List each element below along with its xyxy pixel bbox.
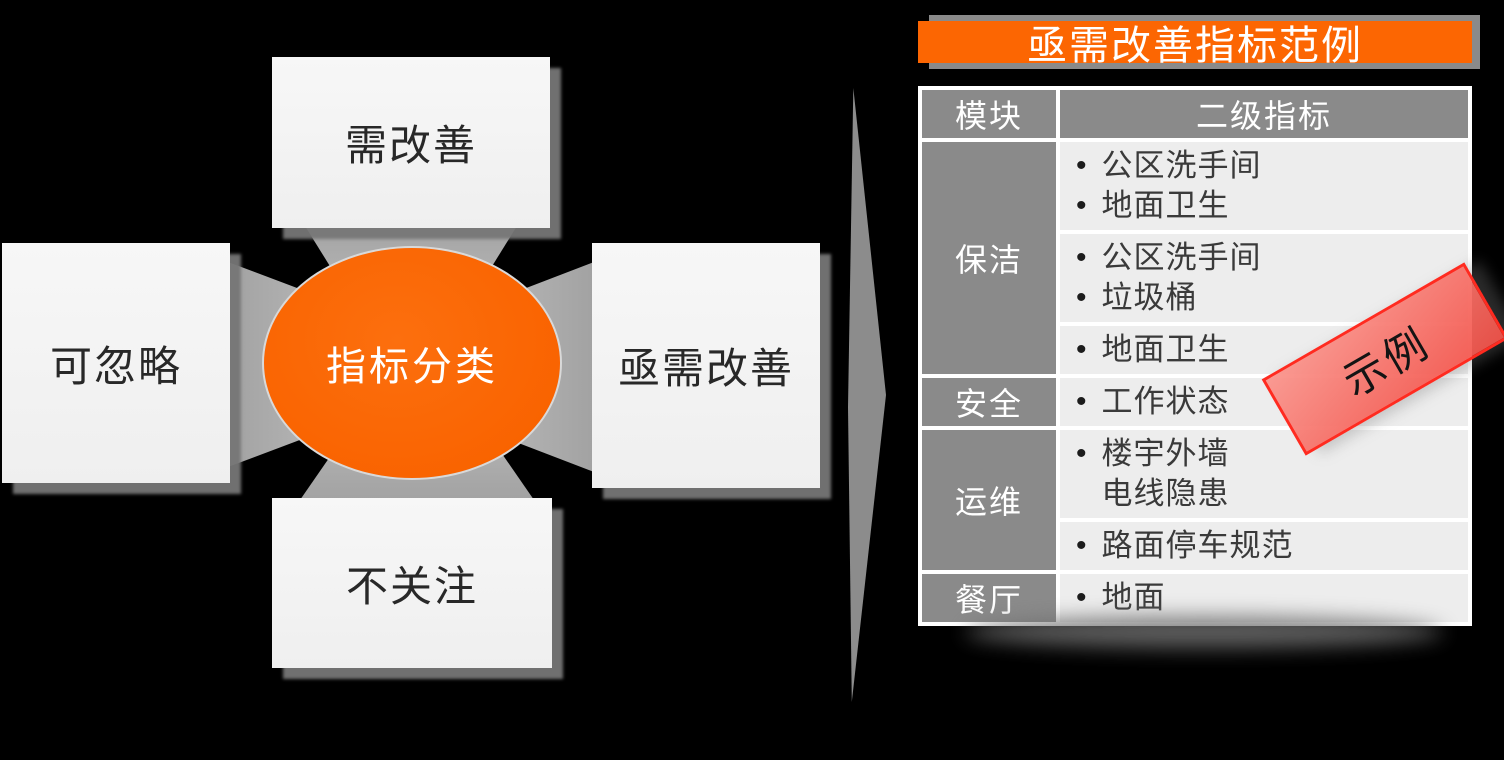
module-cell: 保洁 xyxy=(922,142,1056,374)
bullet-item: • 路面停车规范 xyxy=(1076,526,1462,566)
bullet-item: • 地面卫生 xyxy=(1076,186,1462,226)
bullet-text: 地面卫生 xyxy=(1101,332,1230,367)
bullet-text: 垃圾桶 xyxy=(1101,280,1198,315)
node-label-bottom: 不关注 xyxy=(345,562,478,610)
module-cell: 运维 xyxy=(922,430,1056,570)
node-box-bottom: 不关注 xyxy=(272,498,552,668)
vertical-divider xyxy=(848,88,886,702)
bullet-text: 公区洗手间 xyxy=(1101,148,1262,183)
bullet-text: 地面 xyxy=(1101,580,1166,615)
bullet-icon: • xyxy=(1076,281,1087,314)
indicator-cell: • 地面 xyxy=(1060,574,1468,622)
bullet-item: • 公区洗手间 xyxy=(1076,238,1462,278)
module-cell: 安全 xyxy=(922,378,1056,426)
table-row: 餐厅 • 地面 xyxy=(922,574,1468,622)
table-row: 安全 • 工作状态 xyxy=(922,378,1468,426)
bullet-icon: • xyxy=(1076,529,1087,562)
bullet-text: 楼宇外墙 电线隐患 xyxy=(1101,436,1230,511)
table-row: 运维 • 楼宇外墙 电线隐患 xyxy=(922,430,1468,570)
column-header-indicator: 二级指标 xyxy=(1060,90,1468,138)
bullet-text: 公区洗手间 xyxy=(1101,240,1262,275)
indicator-cell: • 公区洗手间 • 地面卫生 xyxy=(1060,142,1468,230)
bullet-icon: • xyxy=(1076,581,1087,614)
bullet-item: • 地面卫生 xyxy=(1076,330,1462,370)
node-label-top: 需改善 xyxy=(344,122,477,169)
column-header-module: 模块 xyxy=(922,90,1056,138)
table-shadow xyxy=(965,616,1443,648)
bullet-icon: • xyxy=(1076,333,1087,366)
indicator-cell: • 路面停车规范 xyxy=(1060,522,1468,570)
center-label: 指标分类 xyxy=(326,345,498,389)
bullet-icon: • xyxy=(1076,189,1087,222)
table-row: • 路面停车规范 xyxy=(922,522,1468,570)
center-ellipse: 指标分类 xyxy=(262,246,562,480)
node-box-left: 可忽略 xyxy=(2,243,230,483)
module-cell: 餐厅 xyxy=(922,574,1056,622)
bullet-icon: • xyxy=(1076,241,1087,274)
bullet-text: 路面停车规范 xyxy=(1101,528,1294,563)
bullet-item: • 垃圾桶 xyxy=(1076,278,1462,318)
node-label-right: 亟需改善 xyxy=(617,345,794,392)
bullet-text: 工作状态 xyxy=(1101,384,1230,419)
panel-title: 亟需改善指标范例 xyxy=(918,21,1472,68)
indicator-cell: • 楼宇外墙 电线隐患 xyxy=(1060,430,1468,518)
bullet-item: • 楼宇外墙 电线隐患 xyxy=(1076,434,1462,514)
bullet-icon: • xyxy=(1076,437,1087,470)
bullet-item: • 地面 xyxy=(1076,578,1462,618)
node-box-right: 亟需改善 xyxy=(592,243,820,488)
bullet-item: • 公区洗手间 xyxy=(1076,146,1462,186)
node-label-left: 可忽略 xyxy=(49,342,182,390)
node-box-top: 需改善 xyxy=(272,57,550,228)
bullet-icon: • xyxy=(1076,385,1087,418)
bullet-icon: • xyxy=(1076,149,1087,182)
bullet-text: 地面卫生 xyxy=(1101,188,1230,223)
bullet-item: • 工作状态 xyxy=(1076,382,1462,422)
table-row: 保洁 • 公区洗手间 • 地面卫生 xyxy=(922,142,1468,374)
